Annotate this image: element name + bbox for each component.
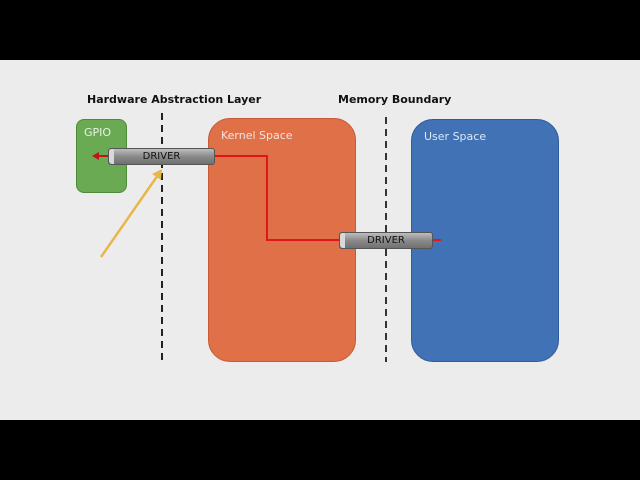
pointer-arrow bbox=[99, 174, 160, 258]
hal-driver: DRIVER bbox=[108, 148, 215, 165]
signal-path bbox=[215, 155, 339, 241]
gpio-label: GPIO bbox=[84, 126, 112, 139]
hal-heading: Hardware Abstraction Layer bbox=[87, 93, 262, 106]
kernel-user-driver: DRIVER bbox=[339, 232, 433, 249]
memory-boundary-heading: Memory Boundary bbox=[338, 93, 452, 106]
user-space-label: User Space bbox=[424, 130, 487, 143]
kernel-space-label: Kernel Space bbox=[221, 129, 293, 142]
pointer-arrowhead-icon bbox=[152, 169, 162, 180]
gpio-arrowhead-icon bbox=[92, 152, 99, 160]
